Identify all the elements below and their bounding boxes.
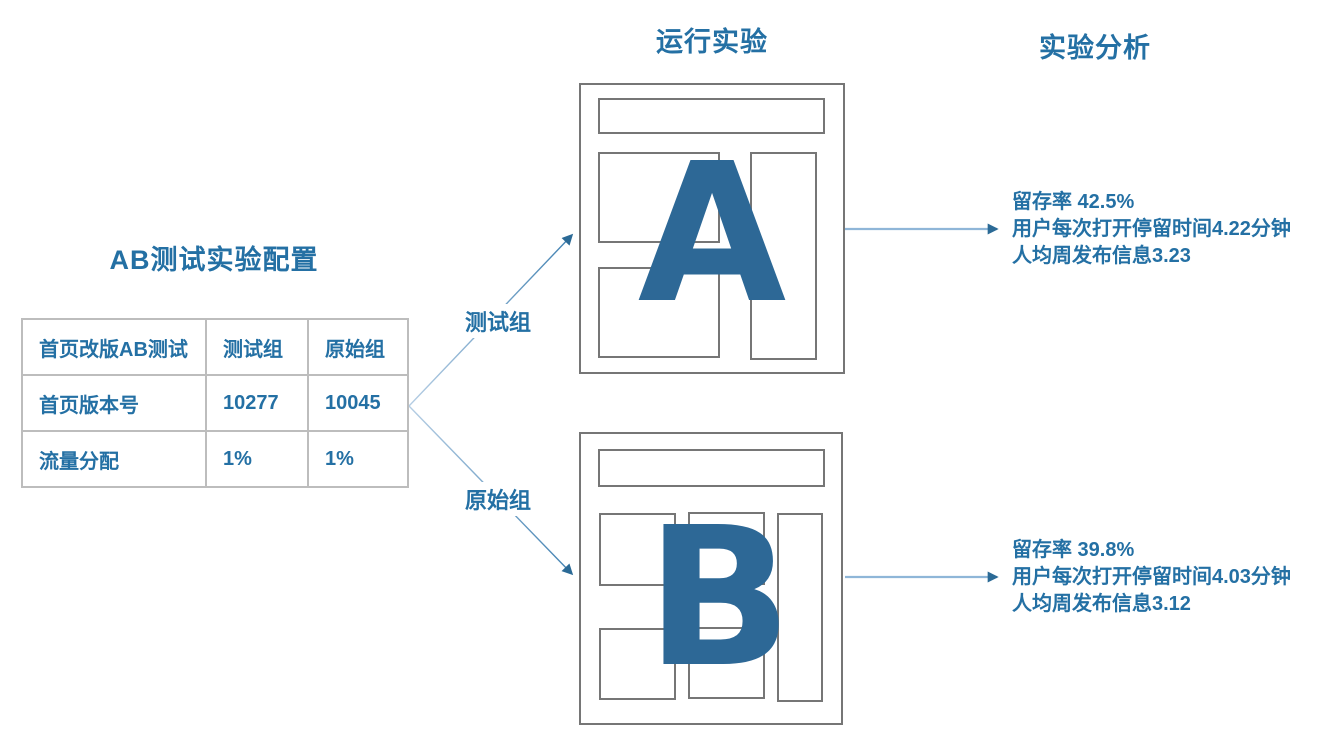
header-cell-test-name: 首页改版AB测试 [21, 318, 207, 376]
wireframe-b-left-upper-block [599, 513, 676, 586]
cell-version-control: 10045 [307, 374, 409, 432]
variant-b-letter: B [645, 487, 793, 710]
cell-traffic-control: 1% [307, 430, 409, 488]
config-section-title: AB测试实验配置 [109, 245, 319, 275]
analysis-b-posts: 人均周发布信息3.12 [1012, 593, 1191, 615]
wireframe-b-left-lower-block [599, 628, 676, 700]
wireframe-b-mid-lower-block [688, 627, 765, 699]
cell-traffic-test: 1% [205, 430, 309, 488]
wireframe-variant-a: A [579, 83, 845, 374]
wireframe-a-left-upper-block [598, 152, 720, 243]
run-section-title: 运行实验 [656, 27, 768, 57]
branch-label-control-group: 原始组 [461, 482, 536, 516]
analysis-section-title: 实验分析 [1039, 33, 1151, 63]
analysis-b-retention: 留存率 39.8% [1012, 539, 1135, 561]
header-cell-test-group: 测试组 [205, 318, 309, 376]
analysis-a-session-time: 用户每次打开停留时间4.22分钟 [1012, 218, 1291, 240]
wireframe-variant-b: B [579, 432, 843, 725]
wireframe-a-left-lower-block [598, 267, 720, 358]
wireframe-a-right-column-block [750, 152, 817, 360]
analysis-b-session-time: 用户每次打开停留时间4.03分钟 [1012, 566, 1291, 588]
wireframe-b-right-column-block [777, 513, 823, 702]
header-cell-control-group: 原始组 [307, 318, 409, 376]
cell-version-test: 10277 [205, 374, 309, 432]
table-row-version: 首页版本号 10277 10045 [21, 374, 409, 432]
variant-a-letter: A [637, 123, 787, 346]
wireframe-b-mid-upper-block [688, 512, 765, 585]
analysis-result-a: 留存率 42.5% 用户每次打开停留时间4.22分钟 人均周发布信息3.23 [1012, 189, 1340, 270]
cell-traffic-label: 流量分配 [21, 430, 207, 488]
config-table: 首页改版AB测试 测试组 原始组 首页版本号 10277 10045 流量分配 … [21, 318, 409, 488]
config-table-header-row: 首页改版AB测试 测试组 原始组 [21, 318, 409, 376]
branch-label-test-group: 测试组 [461, 304, 536, 338]
wireframe-a-header-block [598, 98, 825, 134]
table-row-traffic: 流量分配 1% 1% [21, 430, 409, 488]
cell-version-label: 首页版本号 [21, 374, 207, 432]
analysis-a-posts: 人均周发布信息3.23 [1012, 245, 1191, 267]
wireframe-b-header-block [598, 449, 825, 487]
analysis-a-retention: 留存率 42.5% [1012, 191, 1135, 213]
analysis-result-b: 留存率 39.8% 用户每次打开停留时间4.03分钟 人均周发布信息3.12 [1012, 537, 1340, 618]
